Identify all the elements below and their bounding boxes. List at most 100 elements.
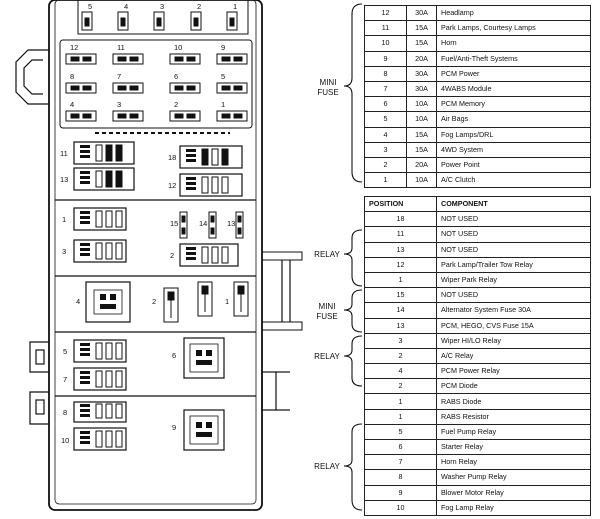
component-cell-desc: NOT USED — [436, 287, 591, 304]
mini-fuse-blade — [210, 215, 215, 223]
slot-label-top-5: 1 — [233, 2, 237, 11]
fuse-cell-pos: 6 — [364, 96, 407, 113]
relay-label-5: 5 — [63, 347, 67, 356]
fuse-cell-amp: 10A — [406, 96, 437, 113]
fuse-cell-amp: 10A — [406, 172, 437, 189]
relay-label-7: 7 — [63, 375, 67, 384]
relay-terminal — [221, 246, 229, 264]
component-cell-pos: 2 — [364, 378, 437, 395]
relay-pin — [196, 360, 212, 365]
group-label-mini-fuse-a: MINI FUSE — [317, 78, 339, 97]
fuse-cell-pos: 9 — [364, 50, 407, 67]
relay-terminal — [80, 371, 90, 374]
component-cell-desc: PCM Power Relay — [436, 363, 591, 380]
component-cell-pos: 10 — [364, 499, 437, 516]
component-cell-desc: Wiper Park Relay — [436, 271, 591, 289]
relay-terminal — [186, 154, 196, 157]
fuse-cell-amp: 10A — [406, 111, 437, 128]
relay-terminal — [115, 370, 123, 388]
minifuse-label-13: 13 — [227, 219, 235, 228]
fuse-cell-pos: 7 — [364, 80, 407, 98]
relay-terminal — [201, 176, 209, 194]
component-cell-desc: Horn Relay — [436, 454, 591, 471]
group-label-mini-fuse-b: MINI FUSE — [316, 302, 338, 321]
mini-fuse-slot — [235, 211, 244, 239]
relay-terminal — [105, 144, 113, 162]
fuse-cell-amp: 15A — [406, 126, 437, 143]
mini-fuse-blade — [181, 227, 186, 235]
component-cell-desc: Fuel Pump Relay — [436, 423, 591, 441]
fuse-cell-amp: 30A — [406, 65, 437, 82]
mini-fuse-blade — [233, 113, 243, 119]
component-cell-pos: 13 — [364, 317, 437, 334]
slot-label-top-2: 4 — [124, 2, 128, 11]
fuse-cell-desc: Air Bags — [436, 111, 591, 128]
fuse-label-11: 11 — [117, 43, 125, 52]
fuse-cell-desc: PCM Power — [436, 65, 591, 82]
component-cell-desc: Alternator System Fuse 30A — [436, 302, 591, 319]
fuse-label-4: 4 — [70, 100, 74, 109]
brace-mini-fuse-b — [343, 289, 363, 333]
fuse-cell-amp: 15A — [406, 35, 437, 52]
relay-terminal — [201, 148, 209, 166]
mini-fuse-blade — [129, 85, 139, 91]
component-cell-desc: PCM, HEGO, CVS Fuse 15A — [436, 317, 591, 334]
component-cell-pos: 4 — [364, 363, 437, 380]
fuse-label-10: 10 — [174, 43, 182, 52]
relay-terminal — [80, 381, 90, 384]
relay-pin — [196, 422, 202, 428]
relay-pin — [100, 294, 106, 300]
brace-mini-fuse-a — [343, 3, 363, 183]
relay-pin — [100, 304, 116, 309]
relay-pin — [206, 350, 212, 356]
relay-terminal — [115, 342, 123, 360]
relay-label-2: 2 — [170, 251, 174, 260]
fuse-slot — [190, 11, 202, 31]
relay-terminal — [211, 148, 219, 166]
relay-label-9: 9 — [172, 423, 176, 432]
mini-fuse-blade — [117, 85, 127, 91]
relay-terminal — [115, 210, 123, 228]
mini-fuse-blade — [233, 85, 243, 91]
relay-terminal — [80, 409, 90, 412]
relay-terminal — [105, 242, 113, 260]
mini-fuse-blade — [210, 227, 215, 235]
diode-label-1: 1 — [225, 297, 229, 306]
component-cell-desc: NOT USED — [436, 211, 591, 228]
relay-terminal — [105, 430, 113, 448]
component-table-header: POSITION COMPONENT — [364, 195, 591, 213]
fuse-cell-pos: 3 — [364, 141, 407, 158]
mini-fuse-slot — [65, 110, 97, 122]
fuse-label-3: 3 — [117, 100, 121, 109]
mini-fuse-slot — [112, 82, 144, 94]
mini-fuse-slot — [65, 53, 97, 65]
relay-label-10: 10 — [61, 436, 69, 445]
fuse-label-9: 9 — [221, 43, 225, 52]
component-cell-pos: 1 — [364, 271, 437, 289]
mini-fuse-blade — [174, 56, 184, 62]
fuse-cell-desc: Power Point — [436, 156, 591, 174]
fuse-cell-desc: Headlamp — [436, 4, 591, 22]
mini-fuse-blade — [221, 56, 231, 62]
diode-pin — [201, 285, 209, 295]
mini-fuse-slot — [112, 53, 144, 65]
group-label-relay-3: RELAY — [314, 462, 340, 471]
relay-terminal — [80, 431, 90, 434]
relay-terminal — [105, 170, 113, 188]
fuse-cell-amp: 20A — [406, 156, 437, 174]
component-cell-pos: 15 — [364, 287, 437, 304]
relay-terminal — [95, 242, 103, 260]
diode-pin — [167, 291, 175, 301]
relay-terminal — [186, 177, 196, 180]
mini-fuse-blade — [174, 113, 184, 119]
component-cell-pos: 1 — [364, 408, 437, 425]
component-cell-pos: 3 — [364, 332, 437, 349]
relay-terminal — [115, 403, 123, 419]
